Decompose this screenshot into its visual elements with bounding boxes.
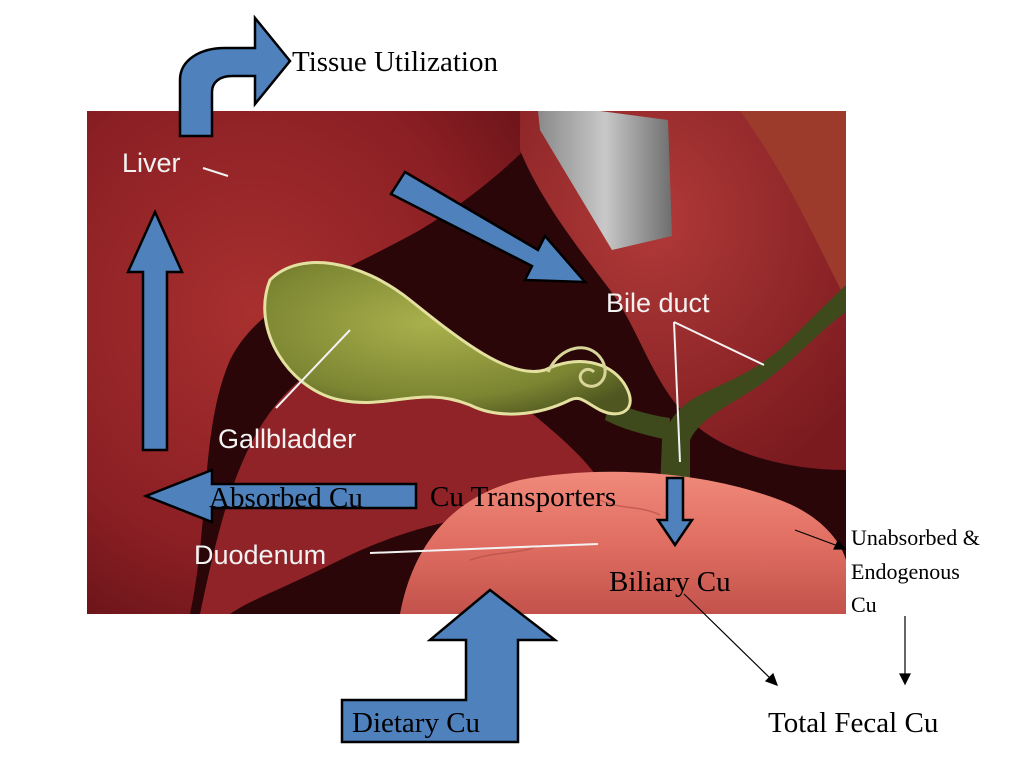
unabsorbed-label-line2: Endogenous [851, 559, 960, 584]
unabsorbed-pointer-line [794, 529, 839, 547]
gallbladder-shape [263, 261, 632, 416]
gallbladder-neck-coils [546, 346, 607, 388]
surgical-clamp [538, 111, 672, 250]
dietary-cu-arrow [340, 588, 559, 744]
total-fecal-cu-label: Total Fecal Cu [768, 707, 938, 739]
biliary-cu-label: Biliary Cu [609, 566, 731, 598]
fecal-flow-arrows [683, 529, 911, 687]
duodenum-label: Duodenum [194, 540, 326, 570]
biliary-to-fecal-head [764, 672, 779, 687]
absorbed-cu-arrow [142, 468, 418, 524]
unabsorbed-label-line1: Unabsorbed & [851, 525, 980, 550]
bile-duct-vessel [660, 285, 846, 490]
endogenous-to-fecal-head [899, 673, 911, 686]
bile-duct-pointer-left [673, 321, 681, 463]
liver-label: Liver [122, 148, 181, 178]
cu-transporters-label: Cu Transporters [430, 481, 616, 513]
unabsorbed-label-line3: Cu [851, 592, 877, 617]
biliary-cu-arrow [655, 476, 695, 548]
tissue-utilization-arrow [178, 14, 292, 138]
duodenum-pointer [369, 543, 599, 554]
liver-upward-arrow [126, 208, 184, 452]
liver-pointer [202, 167, 229, 177]
anatomy-illustration: Liver Bile duct Gallbladder Duodenum [87, 111, 846, 614]
gallbladder-pointer [275, 329, 351, 409]
bile-duct-pointer-right [673, 321, 765, 366]
tissue-edge [740, 111, 846, 300]
duodenum-shape [400, 471, 846, 614]
to-bile-duct-arrow [389, 170, 588, 284]
biliary-to-fecal-line [683, 593, 773, 681]
dietary-cu-label: Dietary Cu [352, 707, 480, 739]
unabsorbed-pointer-head [833, 539, 847, 550]
bile-duct-label: Bile duct [606, 288, 710, 318]
absorbed-cu-label: Absorbed Cu [209, 482, 363, 514]
gallbladder-label: Gallbladder [218, 424, 356, 454]
tissue-utilization-label: Tissue Utilization [292, 46, 498, 78]
